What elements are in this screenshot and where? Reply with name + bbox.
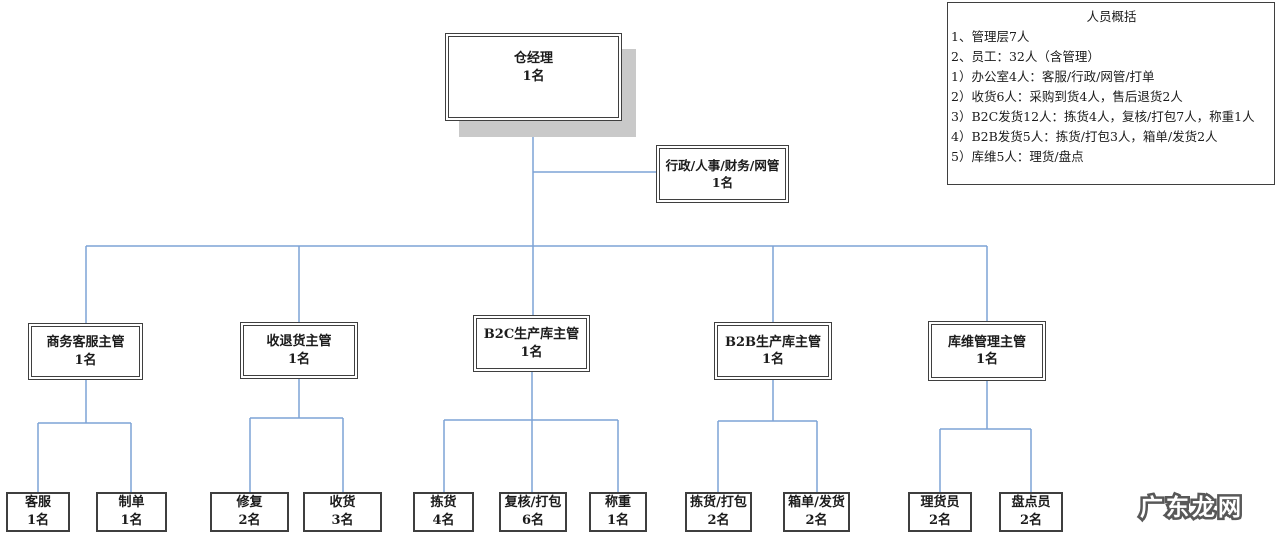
node-b2b-warehouse-supervisor: B2B生产库主管 1名 — [714, 322, 832, 380]
node-title: 箱单/发货 — [788, 495, 845, 510]
leaf-node-picking-packing: 拣货/打包 2名 — [685, 492, 752, 532]
node-title: 复核/打包 — [504, 495, 562, 510]
node-title: 制单 — [118, 495, 145, 510]
summary-line: 2、员工：32人（含管理） — [951, 49, 1100, 64]
node-title: B2B生产库主管 — [724, 334, 822, 350]
node-count: 1名 — [520, 344, 543, 360]
node-count: 3名 — [331, 513, 354, 528]
node-count: 4名 — [432, 513, 455, 528]
node-count: 1名 — [606, 513, 630, 528]
summary-line: 5）库维5人：理货/盘点 — [951, 149, 1084, 164]
leaf-node-weighing: 称重 1名 — [589, 492, 647, 532]
node-b2c-warehouse-supervisor: B2C生产库主管 1名 — [473, 315, 590, 372]
node-title: 仓经理 — [513, 51, 553, 66]
node-title: 修复 — [236, 495, 263, 510]
node-title: 商务客服主管 — [46, 335, 125, 350]
node-customer-service-supervisor: 商务客服主管 1名 — [28, 323, 143, 380]
node-count: 2名 — [707, 513, 730, 528]
summary-line: 1）办公室4人：客服/行政/网管/打单 — [951, 69, 1155, 84]
summary-line: 4）B2B发货5人：拣货/打包3人，箱单/发货2人 — [951, 129, 1218, 144]
summary-line: 3）B2C发货12人：拣货4人，复核/打包7人，称重1人 — [951, 109, 1255, 124]
node-count: 1名 — [711, 175, 734, 190]
node-count: 1名 — [761, 352, 785, 367]
leaf-node-packing-list-shipping: 箱单/发货 2名 — [783, 492, 850, 532]
node-count: 1名 — [287, 351, 311, 367]
leaf-node-receiving: 收货 3名 — [303, 492, 382, 532]
node-title: 收货 — [329, 495, 356, 510]
node-title: B2C生产库主管 — [483, 327, 580, 342]
node-title: 库维管理主管 — [947, 334, 1026, 350]
node-inventory-maintenance-supervisor: 库维管理主管 1名 — [928, 321, 1046, 381]
node-title: 收退货主管 — [266, 334, 332, 349]
node-warehouse-manager: 仓经理 1名 — [445, 33, 622, 121]
node-count: 1名 — [26, 513, 50, 528]
summary-title: 人员概括 — [1086, 9, 1137, 24]
node-receiving-returns-supervisor: 收退货主管 1名 — [240, 322, 358, 379]
node-count: 1名 — [120, 513, 143, 528]
node-count: 2名 — [805, 513, 828, 528]
node-title: 理货员 — [920, 495, 960, 510]
personnel-summary-panel: 人员概括 1、管理层7人 2、员工：32人（含管理） 1）办公室4人：客服/行政… — [947, 2, 1275, 185]
summary-line: 1、管理层7人 — [951, 29, 1030, 44]
leaf-node-order-making: 制单 1名 — [96, 492, 167, 532]
node-count: 1名 — [975, 352, 999, 367]
node-count: 1名 — [74, 352, 97, 368]
node-count: 6名 — [521, 513, 545, 528]
node-title: 客服 — [24, 495, 51, 510]
leaf-node-picking: 拣货 4名 — [413, 492, 474, 532]
node-count: 2名 — [238, 513, 261, 528]
leaf-node-goods-organizer: 理货员 2名 — [908, 492, 972, 532]
node-count: 1名 — [522, 68, 545, 84]
summary-line: 2）收货6人：采购到货4人，售后退货2人 — [951, 89, 1183, 104]
leaf-node-check-packing: 复核/打包 6名 — [499, 492, 567, 532]
node-title: 称重 — [604, 495, 631, 510]
leaf-node-repair: 修复 2名 — [210, 492, 289, 532]
node-title: 行政/人事/财务/网管 — [665, 157, 780, 173]
node-title: 拣货/打包 — [690, 495, 747, 510]
node-count: 2名 — [1019, 513, 1043, 528]
node-count: 2名 — [928, 513, 952, 528]
node-admin-hr-finance-it: 行政/人事/财务/网管 1名 — [656, 145, 789, 203]
site-watermark: 广东龙网 — [1138, 493, 1244, 524]
leaf-node-stocktaker: 盘点员 2名 — [999, 492, 1063, 532]
leaf-node-customer-service: 客服 1名 — [6, 492, 70, 532]
node-title: 盘点员 — [1011, 495, 1051, 510]
node-title: 拣货 — [430, 495, 457, 510]
